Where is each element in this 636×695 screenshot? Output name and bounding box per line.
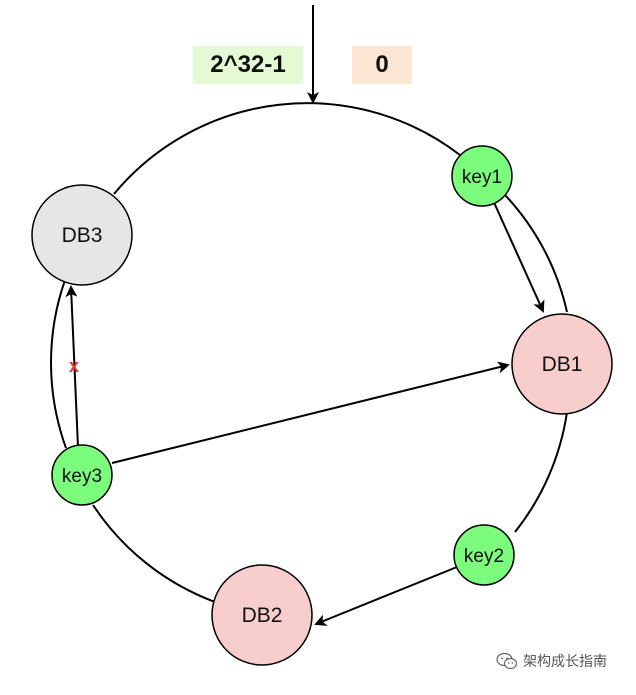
key-node-key1-label: key1	[462, 167, 502, 188]
key-node-key3-label: key3	[62, 466, 102, 487]
failed-route-mark: x	[69, 356, 79, 376]
server-db3-label: DB3	[62, 224, 103, 247]
watermark-text: 架构成长指南	[523, 654, 607, 670]
ring-arc-db2-key3	[92, 504, 216, 603]
key-node-key2: key2	[453, 524, 515, 586]
wechat-icon	[496, 652, 518, 670]
ring-arc-key3-db3	[50, 279, 67, 449]
server-db1-label: DB1	[542, 353, 583, 376]
ring-label-zero: 0	[352, 46, 412, 84]
ring-arc-db1-key2	[514, 411, 568, 533]
ring-label-max: 2^32-1	[193, 46, 303, 84]
key-node-key2-label: key2	[464, 546, 504, 567]
key-node-key3: key3	[51, 444, 113, 506]
server-db3: DB3	[31, 184, 133, 286]
arrow-key2-to-db2	[314, 566, 458, 626]
arrow-key3-to-db3	[65, 285, 79, 448]
arrow-key1-to-db1	[491, 197, 545, 313]
server-db2-label: DB2	[242, 604, 283, 627]
key-node-key1: key1	[451, 145, 513, 207]
server-db2: DB2	[211, 564, 313, 666]
watermark: 架构成长指南	[496, 651, 607, 671]
arrow-key3-to-db1	[111, 361, 510, 464]
ring-arc-db3-top	[113, 102, 461, 195]
ring-arc-key1-db1	[504, 194, 568, 313]
server-db1: DB1	[511, 313, 613, 415]
